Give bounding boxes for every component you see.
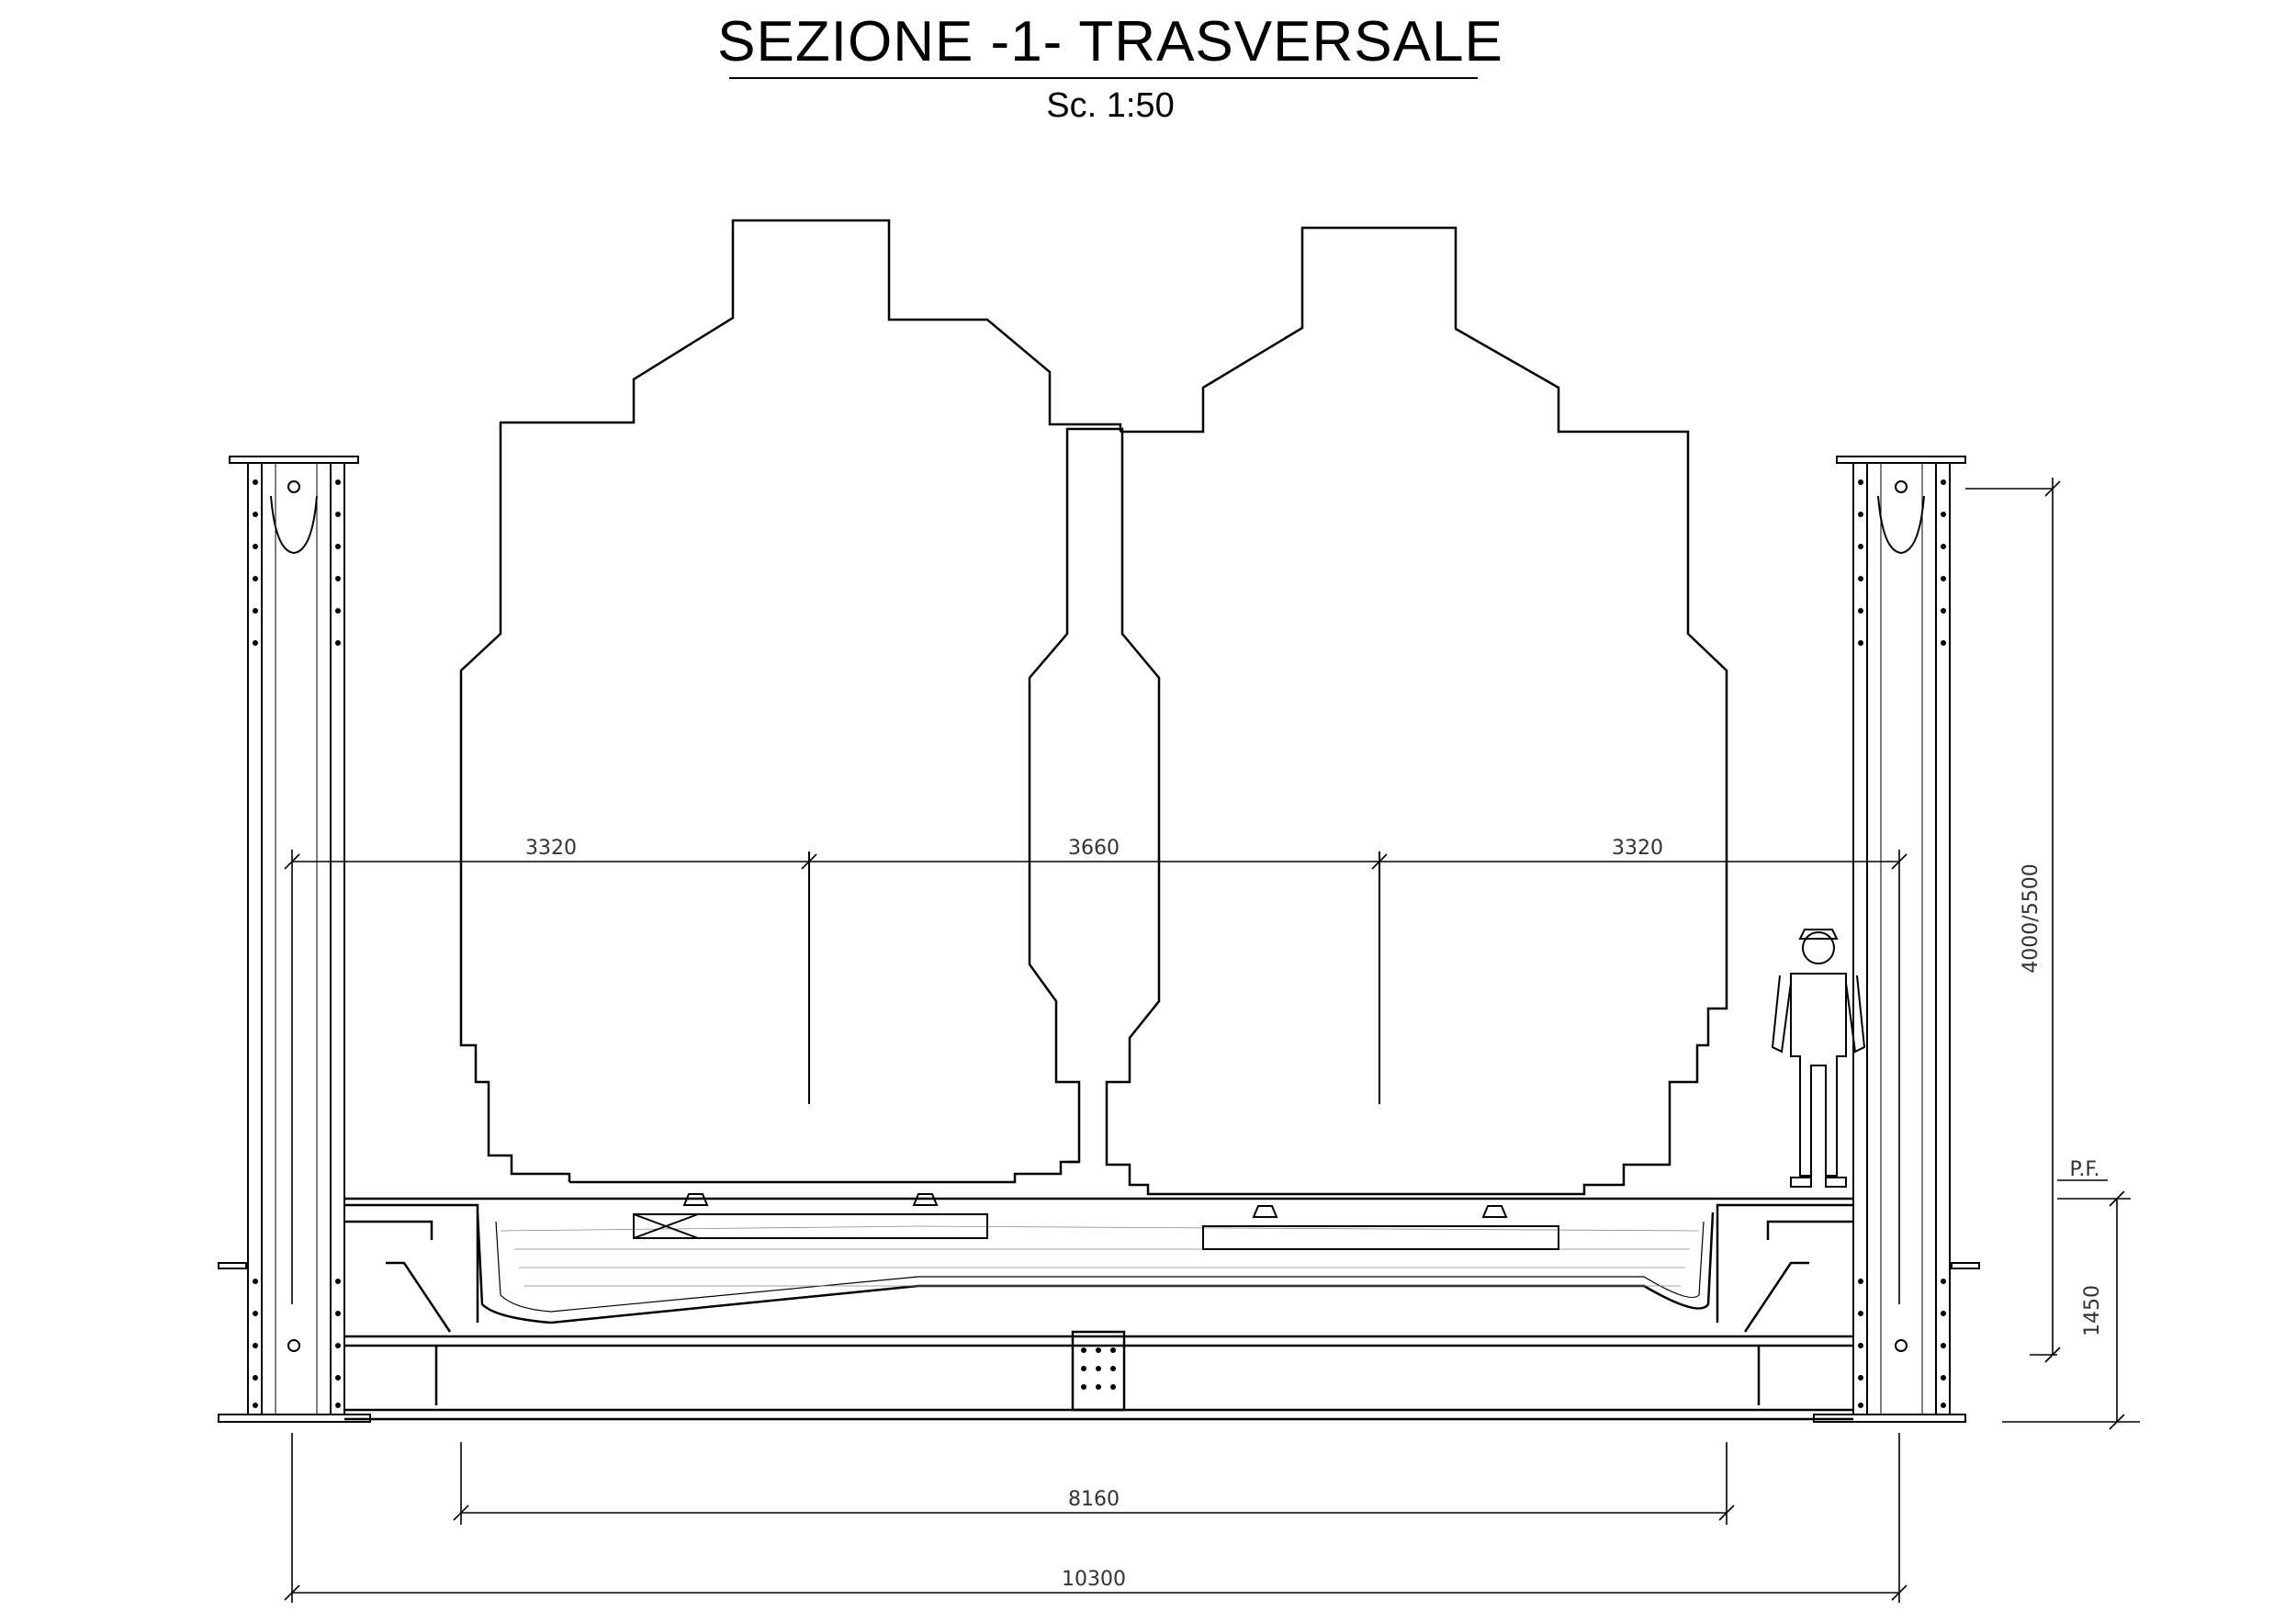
bottom-dimension-8160	[453, 1442, 1735, 1525]
deck-structure	[344, 1197, 1853, 1421]
dim-1450: 1450	[2081, 1285, 2104, 1336]
drawing-scale: Sc. 1:50	[1046, 86, 1175, 125]
dim-4000-5500: 4000/5500	[2020, 863, 2043, 973]
central-pylon-profile	[1028, 427, 1161, 1182]
top-dimension	[284, 850, 1908, 1304]
label-pf: P.F.	[2070, 1158, 2100, 1181]
title-underline	[729, 77, 1478, 79]
drawing-title: SEZIONE -1- TRASVERSALE	[717, 10, 1503, 73]
right-dimension-1450	[2002, 1179, 2140, 1430]
dim-3320-left: 3320	[525, 837, 577, 860]
left-column	[218, 456, 371, 1423]
worker-figure	[1771, 929, 1866, 1188]
right-clearance-profile	[1120, 226, 1728, 1196]
dim-8160: 8160	[1068, 1488, 1120, 1511]
bottom-dimension-10300	[284, 1433, 1908, 1603]
rails	[682, 1193, 1508, 1218]
dim-10300: 10300	[1062, 1568, 1126, 1591]
left-clearance-profile	[459, 219, 1122, 1182]
right-column	[1813, 456, 1980, 1423]
right-dimension-4000	[1965, 478, 2061, 1363]
left-clearance-bottom	[569, 1160, 1079, 1184]
left-column-bolts	[253, 479, 341, 1408]
right-column-bolts	[1858, 479, 1946, 1408]
deck-bolts	[1081, 1347, 1116, 1390]
sleepers	[633, 1213, 1559, 1250]
dim-3660-center: 3660	[1068, 837, 1120, 860]
dim-3320-right: 3320	[1612, 837, 1663, 860]
